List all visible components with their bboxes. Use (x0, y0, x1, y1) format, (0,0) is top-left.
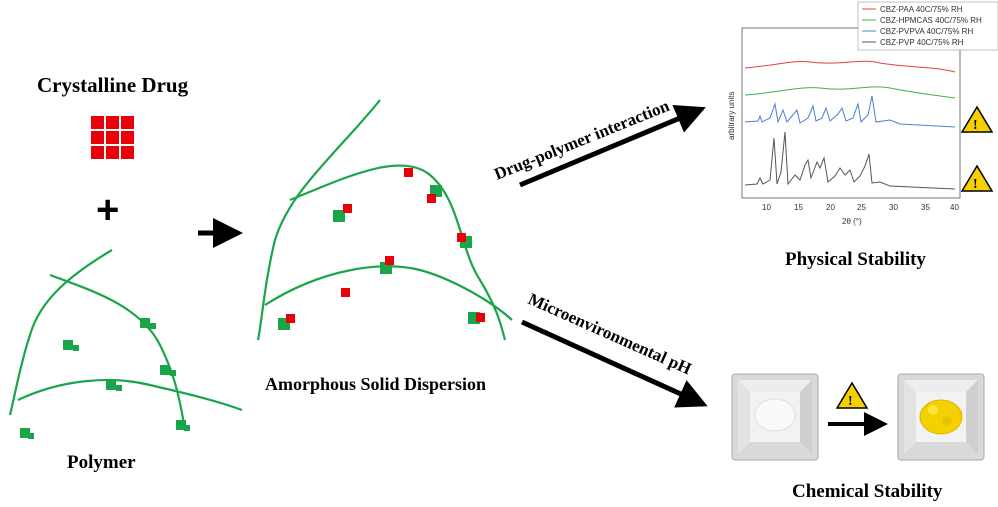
crystalline-drug-label: Crystalline Drug (37, 73, 189, 97)
polymer-chains (8, 249, 243, 431)
physical-stability-label: Physical Stability (785, 249, 926, 270)
legend-entry: CBZ-PVP 40C/75% RH (880, 38, 964, 47)
chart-frame (741, 27, 961, 199)
warning-icon: ! (835, 381, 869, 409)
chart-legend-box (857, 1, 998, 51)
x-tick-label: 25 (857, 203, 866, 212)
chemical-stability-label: Chemical Stability (792, 481, 943, 502)
series-line-hpmcas (744, 86, 956, 99)
series-line-pvp (744, 131, 956, 190)
yellow-powder-tray (897, 373, 985, 461)
polymer-side-groups (20, 318, 190, 439)
plus-sign: + (96, 188, 120, 232)
legend-entry: CBZ-HPMCAS 40C/75% RH (880, 16, 982, 25)
legend-entry: CBZ-PAA 40C/75% RH (880, 5, 963, 14)
warning-icon: ! (960, 164, 994, 192)
svg-text:!: ! (848, 394, 853, 409)
legend-entry: CBZ-PVPVA 40C/75% RH (880, 27, 973, 36)
x-tick-label: 35 (921, 203, 930, 212)
x-tick-label: 15 (794, 203, 803, 212)
x-tick-label: 10 (762, 203, 771, 212)
x-axis-label: 2θ (°) (842, 217, 862, 226)
series-line-paa (744, 60, 956, 73)
xrd-chart: CBZ-PAA 40C/75% RH CBZ-HPMCAS 40C/75% RH… (727, 1, 998, 226)
polymer-label: Polymer (67, 452, 136, 473)
y-axis-label: arbitrary units (727, 92, 736, 140)
upper-arrow (519, 104, 706, 188)
x-tick-label: 30 (889, 203, 898, 212)
asd-side-groups (278, 168, 485, 330)
asd-polymer-chains (256, 99, 513, 341)
upper-arrow-label: Drug-polymer interaction (491, 96, 672, 184)
svg-text:!: ! (973, 118, 978, 133)
warning-icon: ! (960, 105, 994, 133)
series-line-pvpva (744, 95, 956, 128)
white-powder-tray (731, 373, 819, 461)
x-tick-label: 20 (826, 203, 835, 212)
x-tick-label: 40 (950, 203, 959, 212)
crystalline-drug-grid (91, 116, 134, 159)
svg-text:!: ! (973, 177, 978, 192)
asd-label: Amorphous Solid Dispersion (265, 374, 487, 394)
lower-arrow (520, 319, 708, 408)
